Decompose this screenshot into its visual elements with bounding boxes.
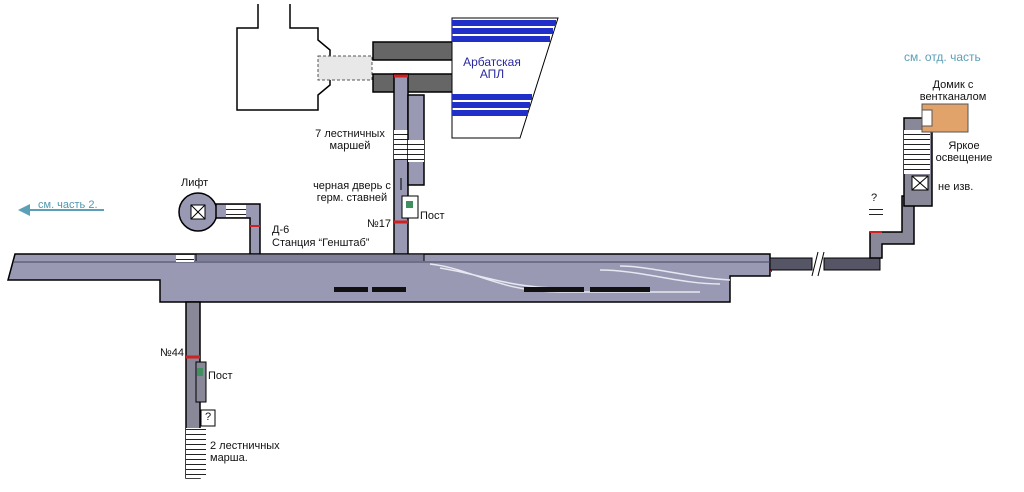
label-question-right: ? (871, 192, 878, 204)
apl-tracks-top (452, 20, 556, 42)
label-station: Станция “Генштаб” (272, 237, 370, 249)
bottom-stairs (186, 428, 206, 478)
tunnel-left-stairs (176, 254, 194, 262)
house-vent-inner (921, 109, 933, 127)
platform-1b (372, 287, 406, 292)
label-see-part2[interactable]: см. часть 2. (38, 199, 98, 211)
label-post-top: Пост (420, 210, 445, 222)
label-d6: Д-6 (272, 224, 290, 236)
house-vent (921, 103, 969, 133)
building-outline (236, 4, 331, 111)
label-stairs-7: 7 лестничных маршей (315, 128, 385, 152)
label-see-separate-part[interactable]: см. отд. часть (904, 50, 981, 64)
label-question-bottom: ? (205, 411, 212, 423)
post-marker-top (406, 201, 413, 208)
apl-connector-bottom (372, 73, 454, 93)
stairs-side (408, 140, 424, 162)
lift-stairs (226, 205, 246, 217)
question-box-bottom (200, 409, 216, 427)
label-bright-light: Яркое освещение (935, 140, 993, 164)
label-house-vent: Домик с вентканалом (919, 79, 987, 103)
label-black-door: черная дверь с герм. ставней (313, 180, 391, 204)
station-top-band (195, 253, 425, 263)
label-n17: №17 (367, 218, 392, 230)
marker-question-right (869, 208, 883, 218)
label-arbatskaya-apl: Арбатская АПЛ (463, 55, 521, 81)
arrow-part2-head (18, 204, 30, 216)
label-post-bottom: Пост (208, 370, 233, 382)
label-unknown: не изв. (938, 181, 974, 193)
label-lift: Лифт (181, 177, 209, 189)
right-stairs (904, 130, 930, 174)
label-stairs-2: 2 лестничных марша. (210, 440, 280, 464)
platform-1a (334, 287, 368, 292)
passage-vertical (393, 73, 409, 261)
label-n44: №44 (160, 347, 185, 359)
platform-2b (590, 287, 650, 292)
right-tunnel-a (769, 257, 813, 271)
stairs-7-flights (394, 130, 408, 160)
apl-tracks-bottom (452, 94, 532, 116)
right-tunnel-b (823, 257, 881, 271)
platform-2a (524, 287, 584, 292)
apl-connector-top (372, 41, 454, 61)
building-passage (317, 55, 373, 81)
track-curves (429, 263, 731, 293)
bottom-post-room (195, 361, 207, 403)
post-marker-bottom (197, 368, 203, 376)
